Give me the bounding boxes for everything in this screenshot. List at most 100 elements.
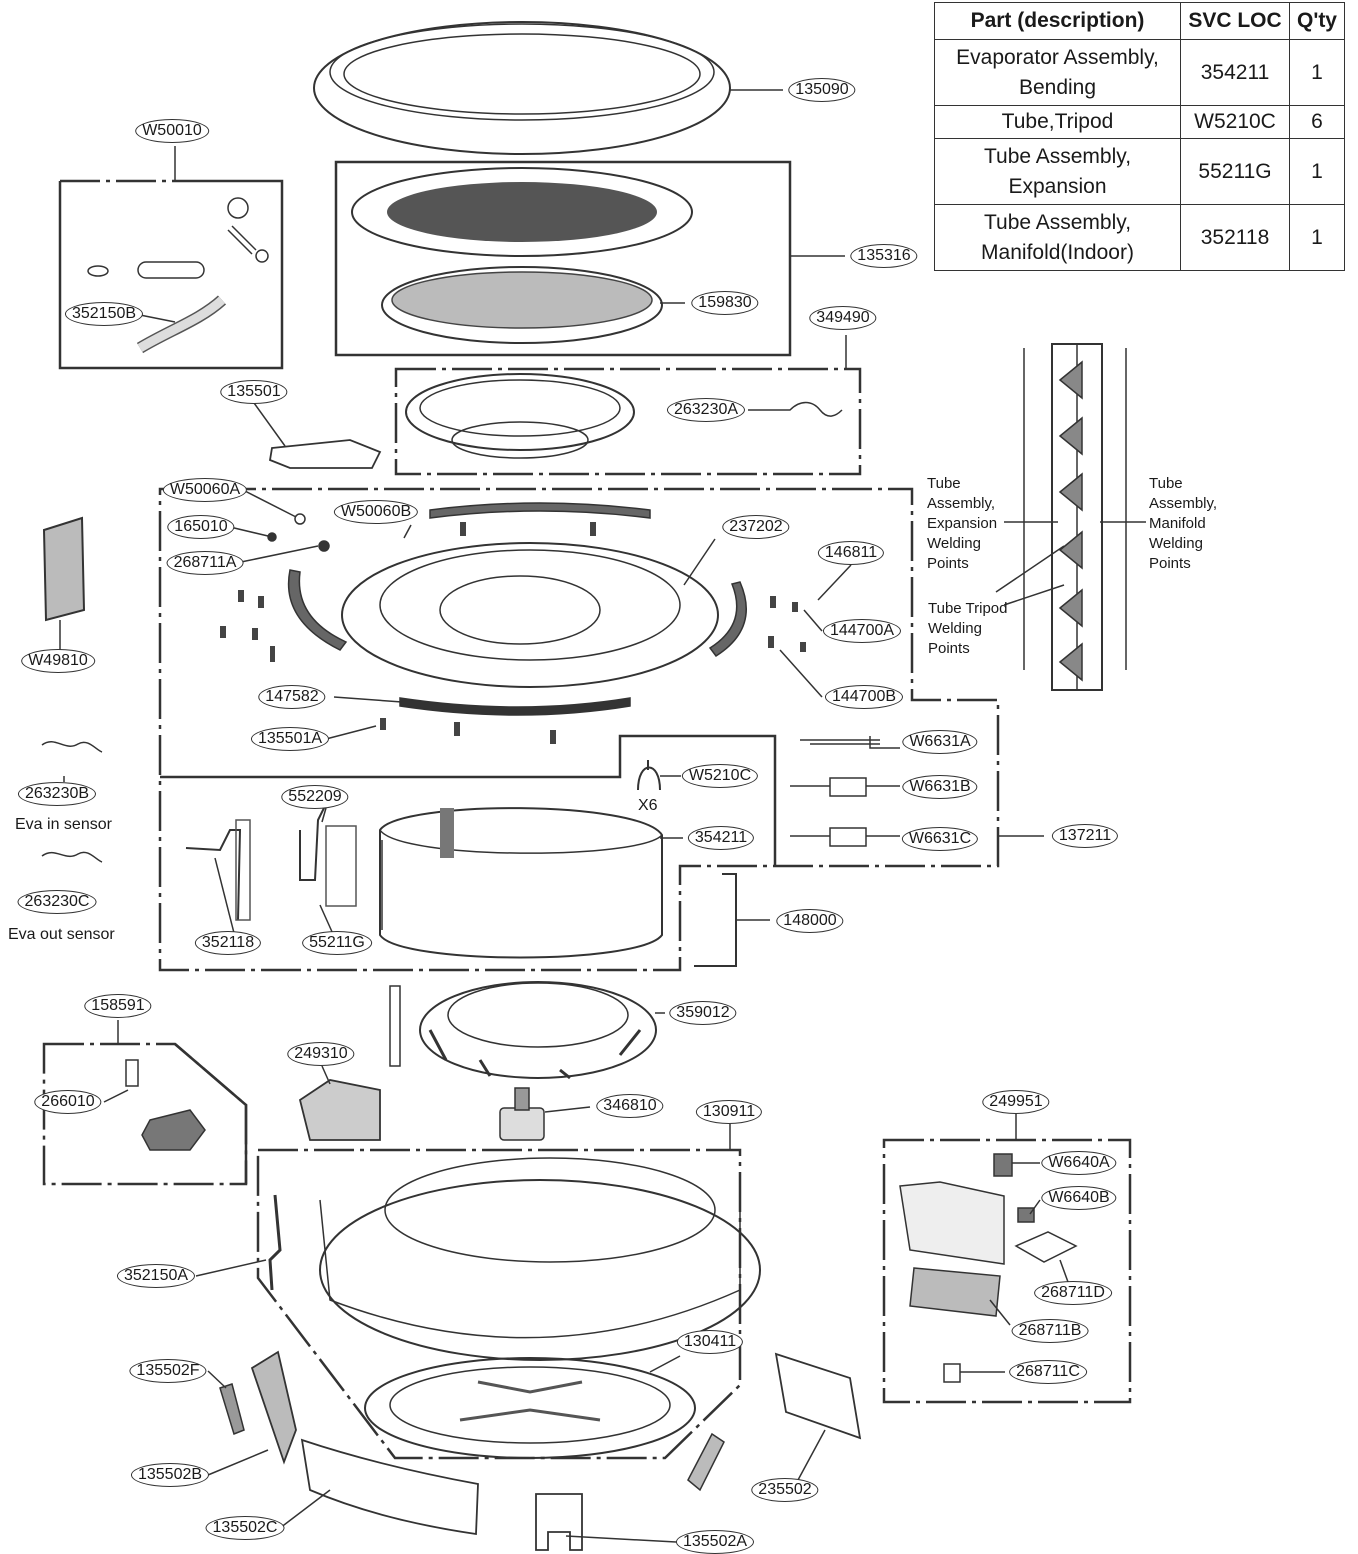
parts-table: Part (description) SVC LOC Q'ty Evaporat…	[934, 2, 1345, 271]
part-label: 130411	[676, 1330, 744, 1354]
header-qty: Q'ty	[1289, 2, 1345, 40]
expansion-welding-note: Tube Assembly, Expansion Welding Points	[927, 475, 998, 572]
part-label: 135316	[850, 244, 918, 268]
row-qty: 1	[1289, 39, 1345, 106]
drain-kit-box	[58, 146, 284, 370]
row-svc-loc: 55211G	[1180, 138, 1290, 205]
table-row: Tube,Tripod W5210C 6	[934, 105, 1345, 139]
header-part-description: Part (description)	[934, 2, 1181, 40]
part-label: 268711B	[1011, 1319, 1089, 1343]
bracket-W49810	[42, 516, 86, 652]
part-label: 352150A	[116, 1264, 196, 1288]
part-label: 268711A	[166, 551, 244, 575]
header-svc-loc: SVC LOC	[1180, 2, 1290, 40]
part-label: 144700B	[824, 685, 904, 709]
pump-box	[42, 1020, 248, 1186]
part-label: 237202	[722, 515, 790, 539]
part-label: 235502	[751, 1478, 819, 1502]
part-label: 249951	[982, 1090, 1050, 1114]
part-label: W6640B	[1041, 1186, 1117, 1210]
part-label: W5210C	[681, 764, 759, 788]
part-label: W6631B	[902, 775, 978, 799]
row-svc-loc: 352118	[1180, 204, 1290, 271]
part-label: 263230A	[666, 398, 746, 422]
part-label: 135502F	[129, 1359, 207, 1383]
fan-motor	[499, 1087, 591, 1141]
table-row: Tube Assembly,Manifold(Indoor) 352118 1	[934, 204, 1345, 271]
part-label: 263230C	[17, 890, 97, 914]
part-label: 552209	[281, 785, 349, 809]
row-qty: 6	[1289, 105, 1345, 139]
wire-harnesses	[790, 736, 1044, 847]
table-row: Evaporator Assembly,Bending 354211 1	[934, 39, 1345, 106]
part-label: 147582	[258, 685, 326, 709]
part-label: 135502C	[205, 1516, 285, 1540]
bracket-148000	[694, 873, 737, 967]
drain-pan-box	[394, 335, 862, 476]
row-description: Tube Assembly,Expansion	[934, 138, 1181, 205]
part-label: 263230B	[17, 782, 97, 806]
row-description: Evaporator Assembly,Bending	[934, 39, 1181, 106]
tripod-welding-note: Tube Tripod Welding Points	[928, 600, 1008, 657]
part-label: 135502A	[675, 1530, 755, 1554]
part-label: 346810	[596, 1094, 664, 1118]
part-label: W6640A	[1041, 1151, 1117, 1175]
main-assembly-box	[158, 487, 1000, 972]
row-description: Tube,Tripod	[934, 105, 1181, 139]
part-label: W50010	[135, 119, 209, 143]
tripod-tube	[637, 760, 661, 791]
part-label: 55211G	[302, 931, 372, 955]
tube-assemblies	[185, 799, 357, 935]
welding-points-diagram	[995, 343, 1146, 691]
part-label: 266010	[34, 1090, 102, 1114]
eva-in-sensor-note: Eva in sensor	[15, 816, 112, 833]
base-housing-box	[195, 1124, 761, 1460]
x6-note: X6	[638, 797, 658, 814]
part-label: W49810	[21, 649, 95, 673]
control-box	[882, 1114, 1132, 1404]
eva-in-sensor-wire	[41, 741, 103, 753]
part-label: 158591	[84, 994, 152, 1018]
part-label: W6631A	[902, 730, 978, 754]
row-svc-loc: W5210C	[1180, 105, 1290, 139]
part-label: 148000	[776, 909, 844, 933]
part-label: 349490	[809, 306, 877, 330]
corner-panels	[207, 1350, 862, 1551]
part-label: 144700A	[822, 619, 902, 643]
row-description: Tube Assembly,Manifold(Indoor)	[934, 204, 1181, 271]
part-249310-shape	[298, 1079, 381, 1141]
part-label: W50060B	[333, 500, 419, 524]
top-ring-part	[313, 21, 783, 155]
row-qty: 1	[1289, 204, 1345, 271]
part-label: 137211	[1051, 824, 1119, 848]
part-label: 146811	[817, 541, 885, 565]
table-row: Tube Assembly,Expansion 55211G 1	[934, 138, 1345, 205]
part-label: 135501	[220, 380, 288, 404]
table-header-row: Part (description) SVC LOC Q'ty	[934, 2, 1345, 40]
part-label: W6631C	[901, 827, 979, 851]
manifold-welding-note: Tube Assembly, Manifold Welding Points	[1149, 475, 1218, 572]
part-135501-shape	[268, 439, 382, 469]
part-label: 135502B	[130, 1463, 210, 1487]
part-label: 135090	[788, 78, 856, 102]
grille-box	[334, 160, 845, 357]
row-svc-loc: 354211	[1180, 39, 1290, 106]
part-label: 268711D	[1034, 1281, 1112, 1305]
turbo-fan	[389, 981, 665, 1080]
row-qty: 1	[1289, 138, 1345, 205]
part-label: 135501A	[250, 727, 330, 751]
part-label: 159830	[691, 291, 759, 315]
part-label: 249310	[287, 1042, 355, 1066]
part-label: W50060A	[162, 478, 248, 502]
evaporator-coil	[379, 807, 683, 959]
part-label: 268711C	[1009, 1360, 1087, 1384]
part-label: 352118	[194, 931, 262, 955]
part-label: 130911	[695, 1100, 763, 1124]
part-label: 352150B	[64, 302, 144, 326]
part-label: 354211	[687, 826, 755, 850]
eva-out-sensor-wire	[41, 851, 103, 863]
part-label: 165010	[167, 515, 235, 539]
part-label: 359012	[669, 1001, 737, 1025]
eva-out-sensor-note: Eva out sensor	[8, 926, 115, 943]
